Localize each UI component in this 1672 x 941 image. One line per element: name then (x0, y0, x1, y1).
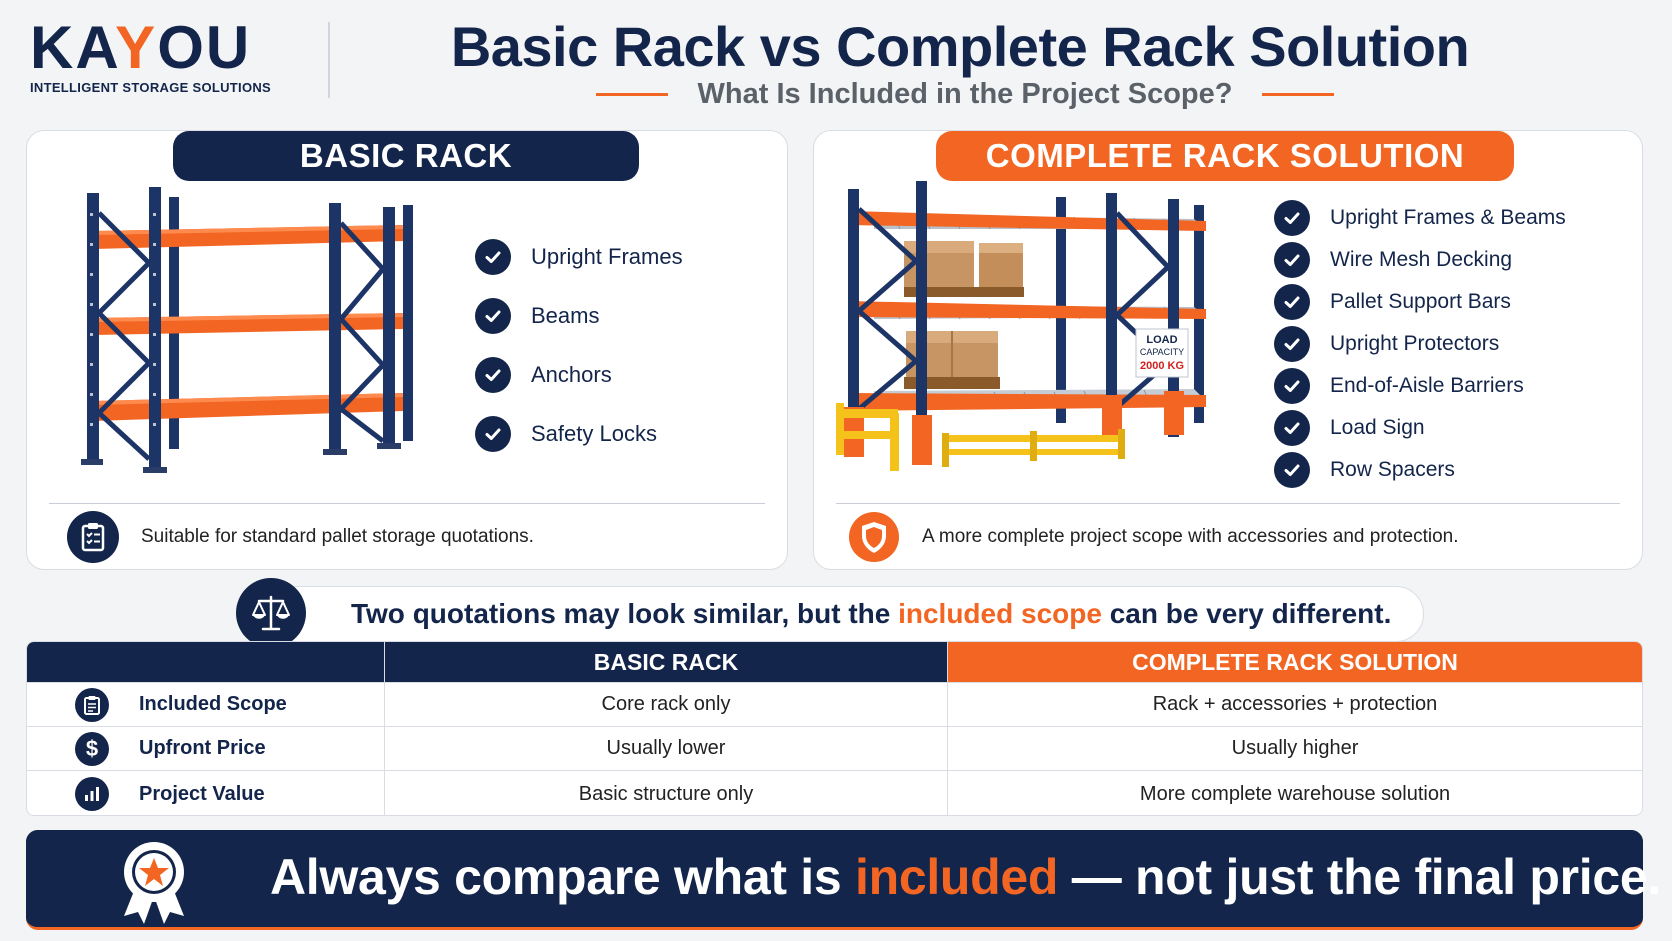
check-circle-icon (475, 415, 511, 452)
page-title: Basic Rack vs Complete Rack Solution (450, 15, 1470, 78)
check-circle-icon (1274, 200, 1310, 236)
basic-value-cell: Usually lower (385, 727, 948, 770)
table-row: $ Upfront Price Usually lower Usually hi… (27, 726, 1642, 770)
checklist-item: Row Spacers (1274, 449, 1566, 491)
clipboard-icon (75, 687, 109, 722)
panel-divider (49, 503, 765, 504)
award-badge-icon (124, 842, 184, 924)
subtitle-row: What Is Included in the Project Scope? (570, 78, 1360, 111)
complete-rack-panel: COMPLETE RACK SOLUTION (813, 130, 1643, 570)
basic-rack-panel: BASIC RACK (26, 130, 788, 570)
check-circle-icon (1274, 326, 1310, 362)
subtitle-rule-left (595, 93, 668, 96)
checklist-item: Beams (475, 286, 683, 345)
header-divider (328, 22, 330, 98)
load-sign-line2: CAPACITY (1140, 347, 1184, 357)
complete-rack-checklist: Upright Frames & Beams Wire Mesh Decking… (1274, 197, 1566, 491)
panel-divider (836, 503, 1620, 504)
checklist-item: Anchors (475, 345, 683, 404)
subtitle-rule-right (1262, 93, 1335, 96)
complete-value-cell: More complete warehouse solution (1139, 782, 1451, 805)
basic-value-cell: Basic structure only (385, 771, 948, 815)
check-circle-icon (475, 238, 511, 275)
bar-chart-icon (75, 777, 109, 811)
brand-logo: KAYOU INTELLIGENT STORAGE SOLUTIONS (30, 14, 272, 96)
basic-rack-checklist: Upright Frames Beams Anchors Safety Lock… (475, 227, 683, 463)
dollar-icon: $ (75, 731, 109, 766)
check-circle-icon (1274, 242, 1310, 278)
basic-rack-illustration (81, 187, 413, 473)
row-label-cell: Project Value (27, 771, 385, 815)
table-header-complete: COMPLETE RACK SOLUTION (948, 642, 1642, 682)
check-circle-icon (1274, 410, 1310, 446)
complete-value-cell: Rack + accessories + protection (1152, 693, 1438, 715)
load-sign-line1: LOAD (1146, 334, 1177, 346)
brand-wordmark: KAYOU (30, 14, 252, 81)
checklist-item: Upright Frames & Beams (1274, 197, 1566, 239)
checklist-item: Upright Frames (475, 227, 683, 286)
checklist-item: Pallet Support Bars (1274, 281, 1566, 323)
checklist-item: Load Sign (1274, 407, 1566, 449)
table-header-corner (27, 642, 385, 682)
check-circle-icon (475, 356, 511, 393)
basic-rack-note: Suitable for standard pallet storage quo… (67, 511, 534, 563)
table-row: Project Value Basic structure only More … (27, 770, 1642, 815)
complete-rack-heading: COMPLETE RACK SOLUTION (936, 131, 1514, 181)
basic-value-cell: Core rack only (385, 683, 948, 726)
table-header-basic: BASIC RACK (385, 642, 948, 682)
row-label-cell: Included Scope (27, 683, 385, 726)
page-subtitle: What Is Included in the Project Scope? (697, 78, 1233, 110)
check-circle-icon (1274, 452, 1310, 488)
check-circle-icon (1274, 368, 1310, 404)
table-row: Included Scope Core rack only Rack + acc… (27, 682, 1642, 726)
key-message-callout: Two quotations may look similar, but the… (240, 586, 1424, 642)
shield-icon (848, 511, 900, 563)
complete-rack-note: A more complete project scope with acces… (848, 511, 1459, 563)
banner-message: Always compare what is included — not ju… (270, 849, 1661, 905)
complete-rack-illustration: LOAD CAPACITY 2000 KG (836, 181, 1206, 471)
checklist-item: Upright Protectors (1274, 323, 1566, 365)
checklist-item: Safety Locks (475, 404, 683, 463)
basic-rack-heading: BASIC RACK (173, 131, 639, 181)
bottom-banner: Always compare what is included — not ju… (26, 830, 1661, 930)
comparison-table: BASIC RACK COMPLETE RACK SOLUTION Includ… (26, 641, 1643, 816)
checklist-item: Wire Mesh Decking (1274, 239, 1566, 281)
load-sign-line3: 2000 KG (1140, 360, 1184, 372)
scale-icon (236, 578, 306, 648)
clipboard-icon (67, 511, 119, 563)
complete-value-cell: Usually higher (1231, 737, 1359, 759)
table-header: BASIC RACK COMPLETE RACK SOLUTION (27, 642, 1642, 682)
checklist-item: End-of-Aisle Barriers (1274, 365, 1566, 407)
check-circle-icon (475, 297, 511, 334)
brand-tagline: INTELLIGENT STORAGE SOLUTIONS (30, 80, 272, 95)
check-circle-icon (1274, 284, 1310, 320)
row-label-cell: $ Upfront Price (27, 727, 385, 770)
